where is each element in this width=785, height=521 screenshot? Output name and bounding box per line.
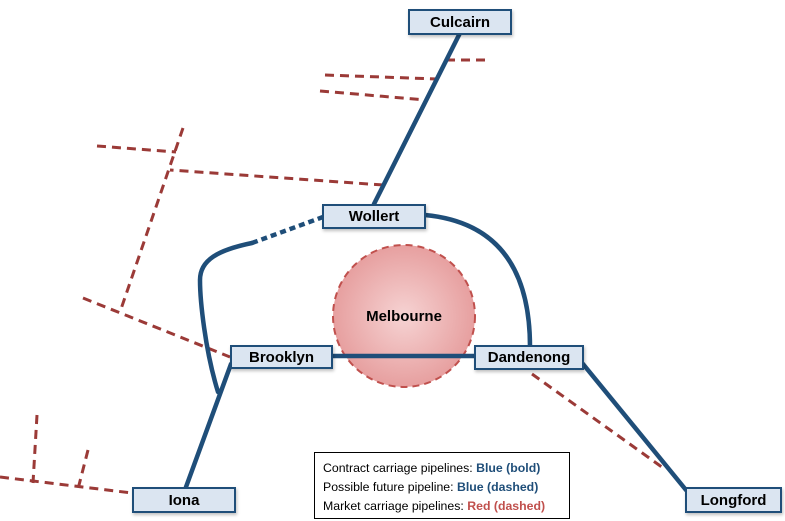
market-pipeline-iona-spur-1: [31, 414, 39, 484]
legend-market-style: Red (dashed): [467, 499, 546, 513]
node-iona-label: Iona: [168, 491, 200, 509]
legend-contract-label: Contract carriage pipelines:: [323, 461, 477, 475]
node-brooklyn: Brooklyn: [230, 345, 333, 369]
market-pipeline-culcairn-spur-2: [324, 73, 438, 81]
legend-contract-row: Contract carriage pipelines: Blue (bold): [323, 459, 563, 478]
contract-pipeline-dandenong-longford: [580, 361, 689, 493]
node-wollert: Wollert: [322, 204, 426, 229]
legend-future-label: Possible future pipeline:: [323, 480, 457, 494]
contract-pipeline-brooklyn-iona: [183, 361, 234, 490]
node-iona: Iona: [132, 487, 236, 513]
node-brooklyn-label: Brooklyn: [248, 348, 314, 366]
contract-pipeline-culcairn-wollert: [371, 30, 463, 207]
melbourne-label: Melbourne: [366, 308, 442, 325]
market-pipeline-west-trunk: [118, 127, 185, 313]
node-dandenong-label: Dandenong: [487, 349, 571, 366]
market-pipelines: [0, 58, 667, 495]
market-pipeline-brooklyn-west: [82, 296, 231, 359]
node-wollert-label: Wollert: [348, 208, 400, 225]
contract-pipeline-brooklyn-west-loop: [197, 240, 255, 395]
legend-contract-style: Blue (bold): [476, 461, 541, 475]
node-culcairn-label: Culcairn: [429, 13, 490, 31]
node-longford: Longford: [685, 487, 782, 513]
legend: Contract carriage pipelines: Blue (bold)…: [314, 452, 570, 519]
contract-pipelines: [183, 30, 689, 493]
legend-future-row: Possible future pipeline: Blue (dashed): [323, 478, 563, 497]
contract-pipeline-wollert-dandenong: [422, 212, 533, 350]
legend-future-style: Blue (dashed): [456, 480, 539, 494]
market-pipeline-west-main: [169, 168, 384, 187]
node-dandenong: Dandenong: [474, 345, 584, 370]
market-pipeline-west-branch-a: [96, 144, 177, 154]
legend-market-row: Market carriage pipelines: Red (dashed): [323, 497, 563, 516]
legend-market-label: Market carriage pipelines:: [323, 499, 468, 513]
market-pipeline-iona-spur-2: [76, 449, 90, 490]
market-pipeline-iona-west: [0, 475, 133, 495]
market-pipeline-dandenong-longford: [531, 372, 667, 472]
market-pipeline-culcairn-spur-3: [319, 89, 427, 102]
future-pipeline-wollert: [251, 214, 324, 246]
node-longford-label: Longford: [700, 491, 767, 509]
melbourne-circle: [332, 244, 476, 388]
node-culcairn: Culcairn: [408, 9, 512, 35]
